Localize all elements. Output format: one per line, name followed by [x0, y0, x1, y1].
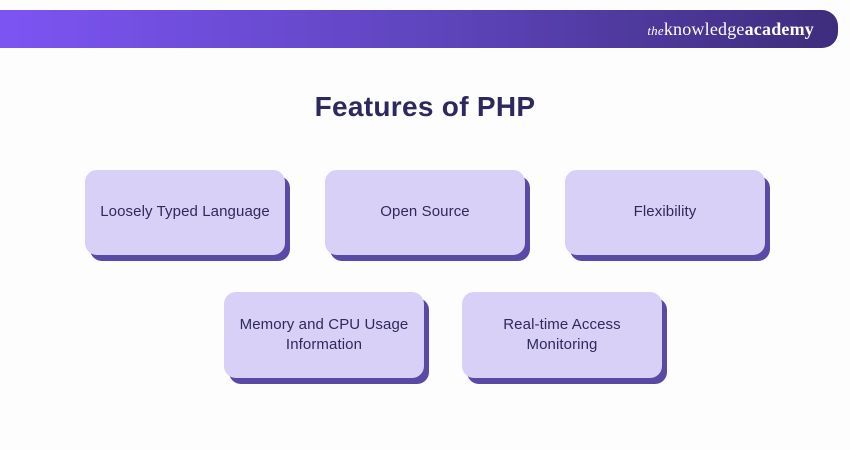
logo-knowledge: knowledge	[663, 19, 745, 39]
features-row-2: Memory and CPU Usage Information Real-ti…	[18, 292, 850, 378]
features-row-1: Loosely Typed Language Open Source Flexi…	[0, 170, 850, 255]
feature-card-realtime-access-monitoring: Real-time Access Monitoring	[462, 292, 662, 378]
brand-logo: theknowledgeacademy	[647, 20, 814, 38]
logo-the: the	[647, 23, 664, 38]
feature-card-label: Real-time Access Monitoring	[503, 315, 621, 353]
page-title: Features of PHP	[314, 91, 536, 122]
feature-card-label: Loosely Typed Language	[100, 203, 270, 221]
header-bar: theknowledgeacademy	[0, 10, 838, 48]
feature-card-label: Memory and CPU Usage Information	[239, 315, 409, 353]
feature-card-label: Flexibility	[633, 203, 697, 221]
feature-card-loosely-typed-language: Loosely Typed Language	[85, 170, 285, 255]
feature-card-flexibility: Flexibility	[565, 170, 765, 255]
feature-card-label: Open Source	[380, 203, 470, 221]
logo-academy: academy	[744, 19, 814, 39]
feature-card-memory-cpu-usage: Memory and CPU Usage Information	[224, 292, 424, 378]
feature-card-open-source: Open Source	[325, 170, 525, 255]
